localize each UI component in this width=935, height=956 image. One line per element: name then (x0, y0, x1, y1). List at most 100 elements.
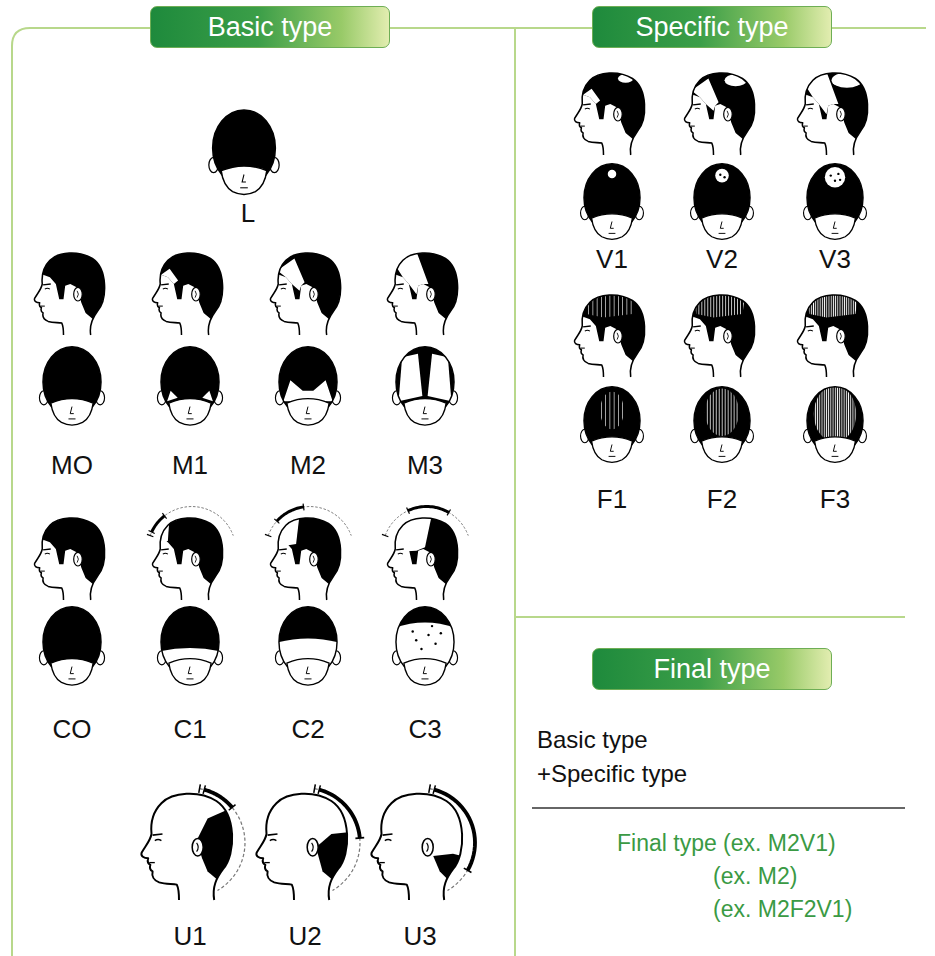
brow (279, 548, 287, 550)
formula-text: (ex. M2) (713, 865, 797, 888)
hair-area (36, 515, 114, 586)
type-code: L (241, 200, 255, 226)
nose (306, 407, 310, 414)
side-head-figure (34, 515, 114, 600)
hair (36, 250, 114, 321)
top-head-figure (39, 607, 104, 685)
top-head-figure (155, 607, 225, 685)
side-head-figure (797, 70, 877, 155)
eye (155, 840, 162, 841)
face (404, 659, 446, 685)
face (404, 399, 446, 425)
head-outline (574, 295, 644, 377)
hair (686, 292, 764, 363)
mouth (68, 418, 75, 419)
hair-tuft (411, 630, 413, 632)
side-head-figure (152, 250, 232, 335)
mouth (186, 678, 193, 679)
hair-tuft (427, 634, 429, 636)
type-code: V3 (819, 246, 851, 272)
nose (720, 445, 723, 452)
side-head-figure (270, 250, 350, 335)
hair-tuft (434, 642, 436, 644)
head-outline (141, 794, 232, 900)
head-outline (371, 794, 462, 900)
hair-tuft (420, 648, 422, 650)
eye (585, 108, 590, 110)
bald-area (148, 515, 170, 544)
panel-divider (514, 28, 516, 956)
hair (576, 292, 654, 363)
top-head-figure (804, 164, 867, 240)
mouth (394, 306, 398, 307)
ear-detail (617, 111, 618, 118)
hair-area (705, 388, 739, 436)
ear (192, 552, 201, 566)
hair-area (686, 70, 764, 141)
measure-tick (265, 534, 271, 536)
nose (610, 445, 613, 452)
head-outline (797, 295, 867, 377)
head-outline (387, 253, 457, 335)
eye (808, 108, 813, 110)
mouth (277, 306, 281, 307)
hair-tuft (440, 632, 442, 634)
measure-arc (315, 789, 360, 891)
mouth (609, 233, 616, 234)
side-head-figure (574, 70, 654, 155)
ear-detail (313, 556, 314, 563)
measure-tick (203, 785, 205, 793)
head-outline (270, 253, 340, 335)
bald-spot (608, 170, 617, 179)
ear-detail (727, 333, 728, 340)
measure-tick (433, 785, 435, 793)
header-text: Basic type (208, 14, 333, 41)
face (221, 166, 267, 195)
type-code: V2 (706, 246, 738, 272)
formula-text: +Specific type (537, 762, 687, 786)
hair-tuft (830, 174, 832, 176)
measure-mark (319, 790, 360, 838)
hair (799, 292, 877, 363)
header-text: Final type (653, 656, 770, 683)
mouth (691, 126, 695, 127)
sum-rule (532, 807, 905, 809)
measure-tick (199, 784, 201, 793)
hair (272, 515, 350, 586)
measure-tick (382, 534, 388, 536)
type-code: U1 (173, 923, 206, 949)
measure-tick (147, 534, 153, 536)
bald-spot (725, 74, 747, 86)
eye (163, 288, 168, 290)
nose (242, 175, 246, 183)
head-outline (387, 518, 457, 600)
measure-arc (150, 507, 233, 536)
side-head-figure (382, 507, 468, 601)
mouth (304, 418, 311, 419)
ear-detail (77, 556, 78, 563)
top-head-figure (390, 607, 460, 685)
ear (74, 287, 83, 301)
hair (576, 70, 654, 141)
hair-tuft (719, 174, 721, 176)
mouth (240, 187, 248, 188)
mouth (581, 348, 585, 349)
bald-area (383, 515, 432, 552)
hair-area (389, 250, 467, 321)
mouth (159, 306, 163, 307)
brow (693, 325, 701, 327)
top-head-figure (39, 347, 104, 425)
mouth (804, 348, 808, 349)
top-head-figure (691, 164, 754, 240)
mouth (832, 233, 839, 234)
hair-area (36, 250, 114, 321)
ear (614, 329, 623, 343)
brow (161, 548, 169, 550)
hair-area (576, 70, 654, 141)
thinning-area (705, 388, 739, 436)
type-code: U3 (403, 923, 436, 949)
mouth (609, 456, 616, 457)
measure-mark (434, 790, 475, 871)
mouth (421, 418, 428, 419)
top-head-figure (581, 164, 644, 240)
